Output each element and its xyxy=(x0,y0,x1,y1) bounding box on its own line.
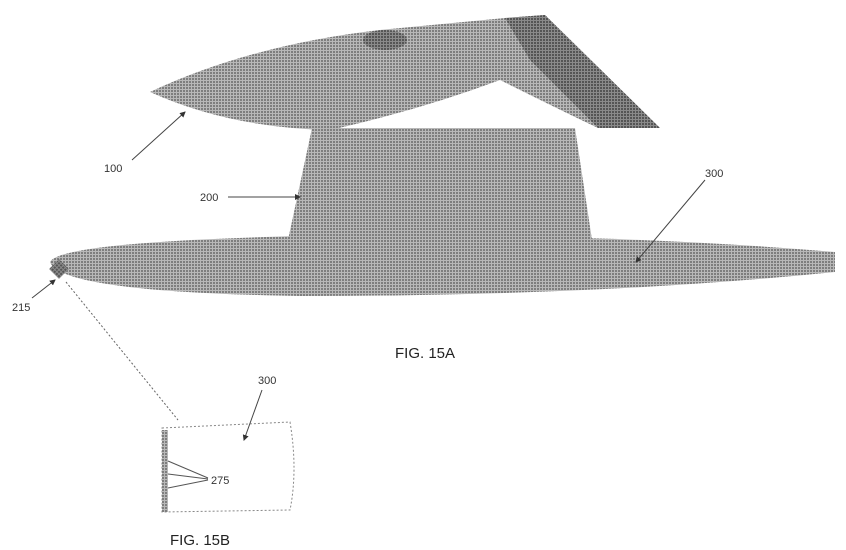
detail-edge-band xyxy=(162,430,168,512)
stem-body xyxy=(288,128,592,240)
leader-275-b xyxy=(167,473,209,480)
cap-dark-spot xyxy=(363,30,407,50)
leader-275-a xyxy=(167,460,209,479)
detail-outline xyxy=(161,421,295,513)
label-215: 215 xyxy=(12,302,30,314)
detail-callout-line xyxy=(65,281,179,421)
leader-300 xyxy=(635,179,706,263)
tip-marker xyxy=(49,259,69,279)
leader-215 xyxy=(31,279,56,299)
label-100: 100 xyxy=(104,163,122,175)
cap-dark-band xyxy=(505,15,660,128)
leader-300-detail xyxy=(242,389,263,441)
caption-fig-15a: FIG. 15A xyxy=(395,345,455,362)
label-300-detail: 300 xyxy=(258,375,276,387)
label-200: 200 xyxy=(200,192,218,204)
base-body xyxy=(50,235,835,296)
label-275: 275 xyxy=(211,475,229,487)
leader-100 xyxy=(131,111,186,161)
caption-fig-15b: FIG. 15B xyxy=(170,532,230,549)
label-300: 300 xyxy=(705,168,723,180)
leader-275-c xyxy=(167,479,209,489)
